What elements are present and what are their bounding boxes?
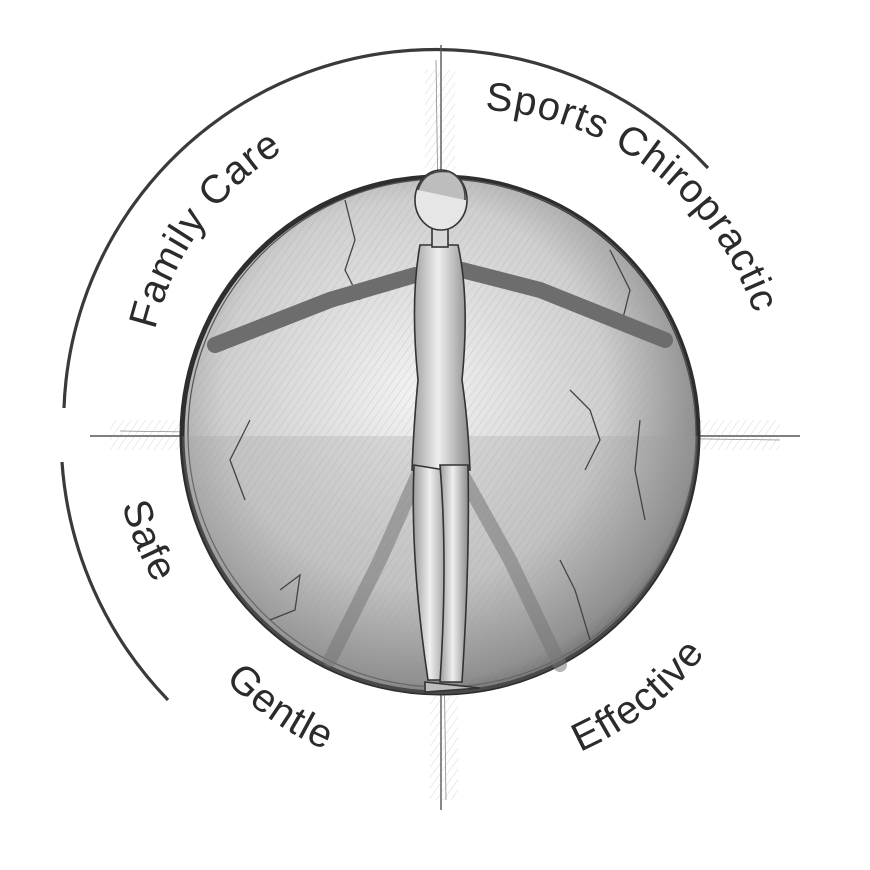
sketch-shading xyxy=(110,70,780,800)
label-gentle: Gentle xyxy=(218,655,340,759)
human-figure xyxy=(207,169,673,693)
outer-arc-bottom-left xyxy=(60,461,170,702)
outer-arc-top xyxy=(62,47,710,409)
label-safe: Safe xyxy=(113,494,186,588)
